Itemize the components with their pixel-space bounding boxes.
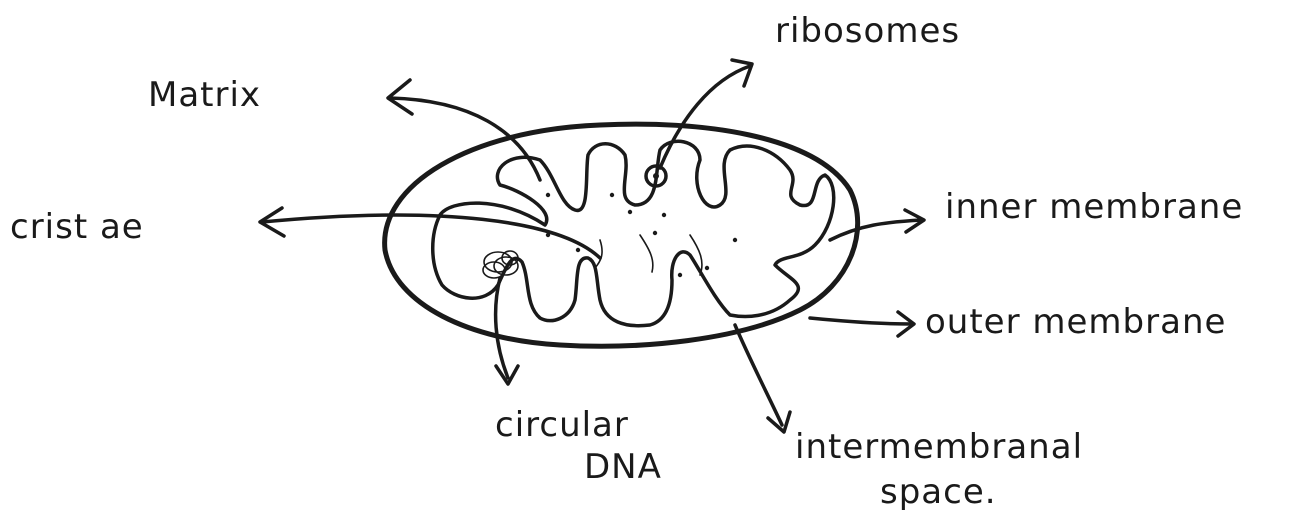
inner-membrane-cristae	[433, 141, 834, 325]
circular-dna-arrow-line	[496, 278, 508, 378]
label-ribosomes: ribosomes	[775, 14, 960, 48]
label-intermembranal-line2: space.	[880, 475, 997, 509]
outer-membrane-outline	[385, 124, 858, 346]
outer-membrane-arrow-line	[810, 318, 912, 324]
label-inner-membrane: inner membrane	[945, 190, 1243, 224]
label-cristae: crist ae	[10, 210, 144, 244]
label-circular-dna-line2: DNA	[584, 450, 662, 484]
crista-fold-2	[640, 235, 653, 272]
ribosomes-arrow-line	[660, 66, 750, 168]
label-outer-membrane: outer membrane	[925, 305, 1226, 339]
label-circular-dna-line1: circular	[495, 408, 629, 442]
ribosome-dot	[653, 173, 659, 179]
label-matrix: Matrix	[148, 78, 261, 112]
matrix-arrow-line	[390, 98, 540, 180]
label-intermembranal-line1: intermembranal	[795, 430, 1083, 464]
circular-dna-scribble	[483, 251, 518, 278]
intermembranal-arrow-line	[735, 325, 782, 425]
